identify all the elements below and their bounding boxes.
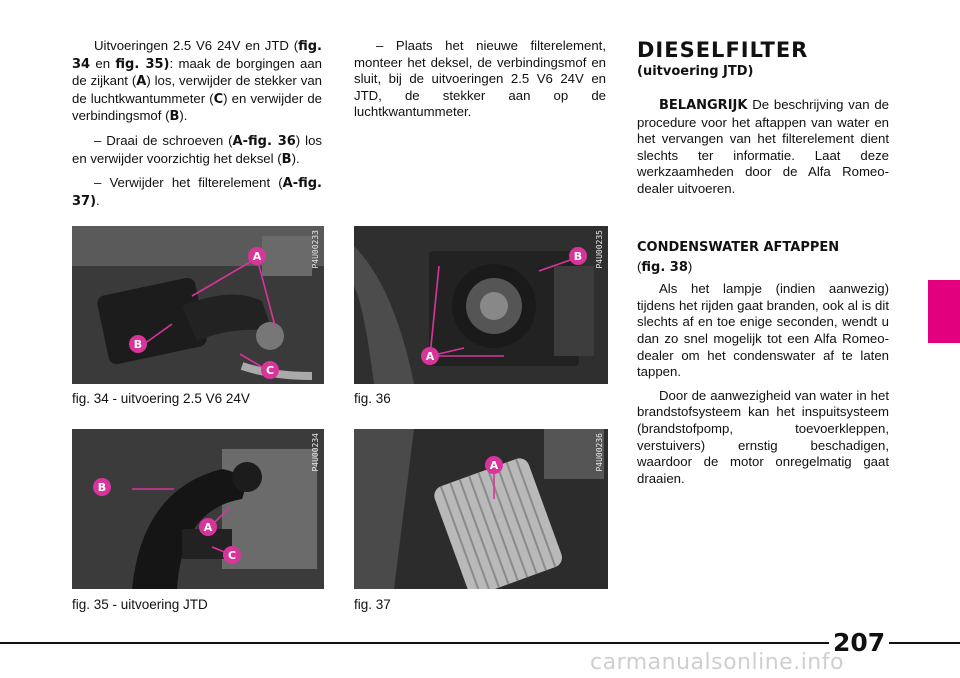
column-1: Uitvoeringen 2.5 V6 24V en JTD (fig. 34 … xyxy=(72,38,322,217)
paragraph-filterelement: – Verwijder het filterelement (A-fig. 37… xyxy=(72,175,322,210)
important-label: BELANGRIJK xyxy=(659,98,748,113)
section-heading: CONDENSWATER AFTAPPEN xyxy=(637,240,840,255)
callout-c: C xyxy=(228,549,236,562)
part-ref: A xyxy=(136,74,147,90)
figure-ref: A-fig. 36 xyxy=(232,133,296,149)
part-ref: B xyxy=(281,151,292,167)
figure-code: P4U00234 xyxy=(311,433,320,472)
part-ref: B xyxy=(169,109,180,125)
callout-a: A xyxy=(253,250,262,263)
figure-code: P4U00233 xyxy=(311,230,320,269)
text: . xyxy=(96,192,100,208)
text: : maak de borgingen aan de zijkant ( xyxy=(72,55,322,89)
section-figure-ref: (fig. 38) xyxy=(637,259,889,277)
figure-37-photo: A P4U00236 xyxy=(354,429,608,589)
text: en xyxy=(90,55,116,71)
column-2: – Plaats het nieuwe filterelement, monte… xyxy=(354,38,606,128)
condenswater-section: CONDENSWATER AFTAPPEN (fig. 38) Als het … xyxy=(637,240,889,494)
callout-a: A xyxy=(426,350,435,363)
figure-ref: fig. 38 xyxy=(641,259,688,275)
figure-ref: A-fig. 37) xyxy=(72,176,322,209)
page-number: 207 xyxy=(829,628,890,657)
callout-c: C xyxy=(266,364,274,377)
figure-37-caption: fig. 37 xyxy=(354,597,391,612)
figure-code: P4U00235 xyxy=(595,230,604,269)
callout-b: B xyxy=(134,338,142,351)
text: – Draai de schroeven ( xyxy=(94,132,233,148)
text: ) los en verwijder voorzichtig het dekse… xyxy=(72,132,322,166)
text: Uitvoeringen 2.5 V6 24V en JTD ( xyxy=(94,38,299,53)
callout-b: B xyxy=(574,250,582,263)
important-note: BELANGRIJK De beschrijving van de proced… xyxy=(637,97,889,198)
figure-36-caption: fig. 36 xyxy=(354,391,391,406)
callout-a: A xyxy=(204,521,213,534)
paragraph-borgingen: Uitvoeringen 2.5 V6 24V en JTD (fig. 34 … xyxy=(72,38,322,126)
footer-rule xyxy=(0,642,960,644)
text: ) xyxy=(687,258,693,274)
text: ). xyxy=(291,150,300,166)
section-subtitle: (uitvoering JTD) xyxy=(637,64,754,79)
text: ) los, verwijder de stekker van de lucht… xyxy=(72,73,322,106)
column-3: BELANGRIJK De beschrijving van de proced… xyxy=(637,97,889,205)
figure-35-caption: fig. 35 - uitvoering JTD xyxy=(72,597,208,612)
text: ( xyxy=(637,258,642,274)
watermark: carmanualsonline.info xyxy=(590,650,844,675)
text: – Verwijder het filterelement ( xyxy=(94,175,283,191)
callout-a: A xyxy=(490,459,499,472)
text: ) en verwijder de verbindingsmof ( xyxy=(72,90,322,124)
figure-code: P4U00236 xyxy=(595,433,604,472)
figure-34-photo: A B C P4U00233 xyxy=(72,226,324,384)
figure-34-caption: fig. 34 - uitvoering 2.5 V6 24V xyxy=(72,391,250,406)
part-ref: C xyxy=(213,91,224,107)
text: ). xyxy=(179,108,188,124)
paragraph-water-brandstof: Door de aanwezigheid van water in het br… xyxy=(637,387,889,486)
important-text: De beschrijving van de procedure voor he… xyxy=(637,97,889,196)
paragraph-nieuw-filter: – Plaats het nieuwe filterelement, monte… xyxy=(354,38,606,120)
figure-36-photo: A B P4U00235 xyxy=(354,226,608,384)
paragraph-schroeven: – Draai de schroeven (A-fig. 36) los en … xyxy=(72,133,322,168)
figure-ref: fig. 35) xyxy=(115,56,170,72)
figure-ref: fig. 34 xyxy=(72,39,322,72)
callout-b: B xyxy=(98,481,106,494)
paragraph-lampje: Als het lampje (indien aanwezig) tijdens… xyxy=(637,281,889,380)
figure-35-photo: A B C P4U00234 xyxy=(72,429,324,589)
section-thumb-tab xyxy=(928,280,960,343)
section-title: DIESELFILTER xyxy=(637,38,809,62)
